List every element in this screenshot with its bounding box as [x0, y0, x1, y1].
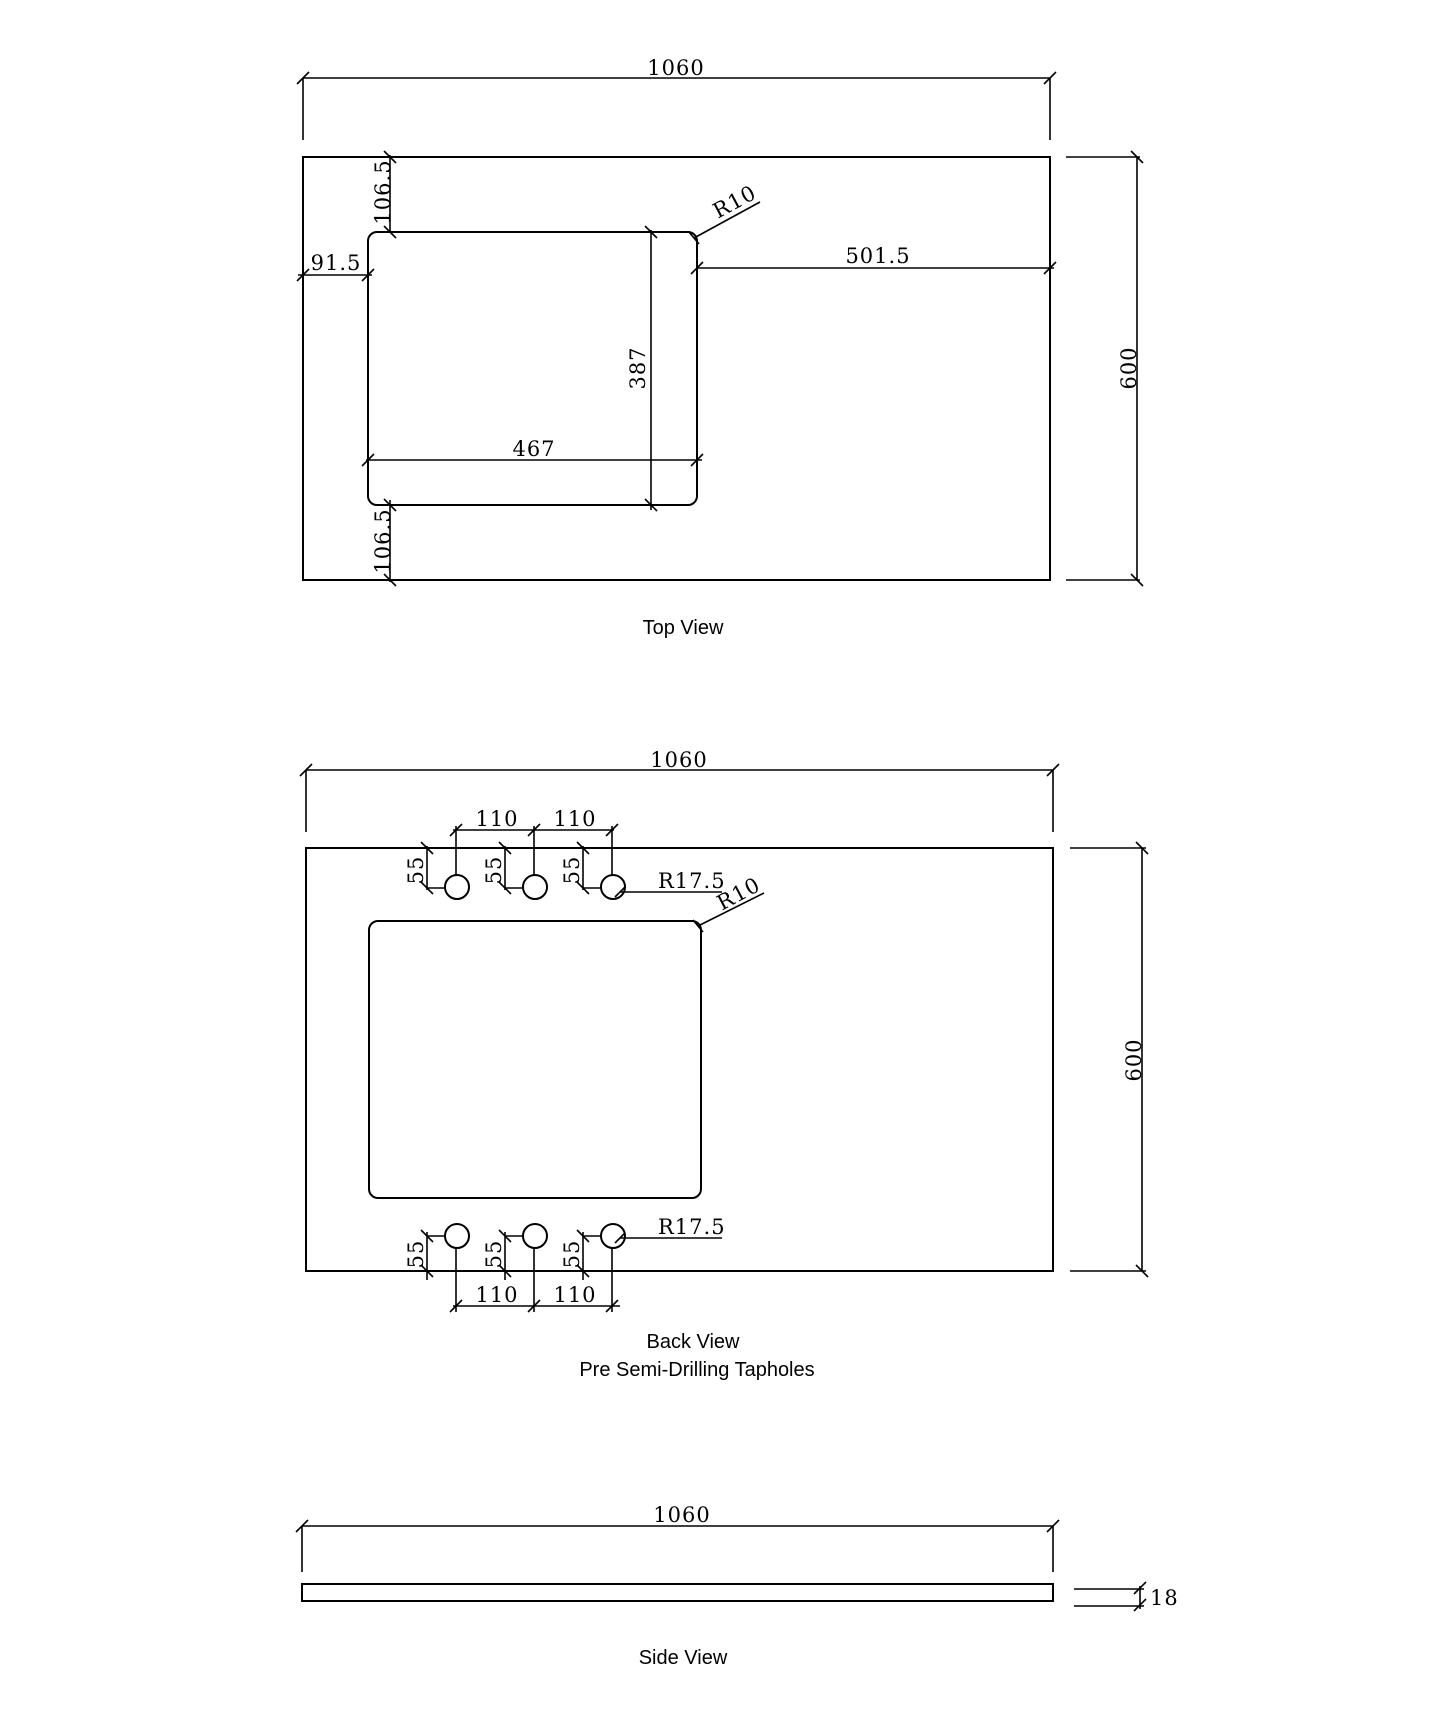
- top-view-bowl-right-offset-label: 501.5: [845, 244, 910, 268]
- top-view-corner-radius-callout: R10: [688, 181, 760, 245]
- top-view-caption: Top View: [643, 617, 724, 639]
- back-view-bottom-tapholes: 110 110 55 55 55 R17.5: [404, 1215, 726, 1313]
- side-view-width-dimension: 1060: [295, 1503, 1060, 1572]
- top-view-bowl-width-label: 467: [512, 437, 555, 461]
- top-view-width-label: 1060: [647, 56, 704, 80]
- back-view-depth-dimension: 600: [1070, 841, 1149, 1278]
- back-view-top-edge-offset-3-label: 55: [560, 856, 584, 885]
- back-view-bottom-spacing-2-label: 110: [553, 1283, 596, 1307]
- taphole: [600, 1223, 626, 1249]
- back-view-bottom-hole-radius-label: R17.5: [658, 1215, 726, 1239]
- top-view-corner-radius-label: R10: [709, 181, 760, 224]
- back-view-depth-label: 600: [1122, 1038, 1146, 1081]
- top-view-width-dimension: 1060: [296, 56, 1057, 140]
- top-view-bowl-depth-label: 387: [626, 346, 650, 389]
- back-view-width-label: 1060: [650, 748, 707, 772]
- top-view-bowl-outline: [367, 231, 698, 506]
- top-view-bowl-bottom-offset-label: 106.5: [371, 508, 395, 573]
- back-view-width-dimension: 1060: [299, 748, 1060, 832]
- taphole: [444, 874, 470, 900]
- top-view-bowl-top-offset-dimension: 106.5: [371, 150, 397, 239]
- top-view-depth-dimension: 600: [1066, 150, 1144, 587]
- back-view-top-edge-offset-2-label: 55: [482, 856, 506, 885]
- side-view: 1060 18 Side View: [295, 1503, 1179, 1669]
- back-view-bowl-outline: [368, 920, 702, 1199]
- back-view-bottom-edge-offset-2-label: 55: [482, 1240, 506, 1269]
- top-view-countertop-outline: [302, 156, 1051, 581]
- back-view-caption: Back View: [646, 1331, 740, 1353]
- back-view-countertop-outline: [305, 847, 1054, 1272]
- side-view-width-label: 1060: [653, 1503, 710, 1527]
- top-view-bowl-depth-dimension: 387: [626, 225, 658, 512]
- side-view-countertop-outline: [301, 1583, 1054, 1602]
- top-view: 1060 600 106.5 106.5: [296, 56, 1144, 639]
- back-view-top-tapholes: 110 110 55 55 55 R17.5: [404, 807, 726, 900]
- top-view-bowl-left-offset-label: 91.5: [311, 251, 362, 275]
- back-view-top-spacing-2-label: 110: [553, 807, 596, 831]
- top-view-depth-label: 600: [1117, 346, 1141, 389]
- back-view-bottom-spacing-1-label: 110: [475, 1283, 518, 1307]
- top-view-bowl-top-offset-label: 106.5: [371, 159, 395, 224]
- side-view-thickness-label: 18: [1150, 1586, 1179, 1610]
- back-view: 1060 600 R10: [299, 748, 1149, 1381]
- top-view-bowl-right-offset-dimension: 501.5: [690, 244, 1057, 275]
- top-view-bowl-left-offset-dimension: 91.5: [296, 251, 375, 282]
- back-view-bottom-edge-offset-3-label: 55: [560, 1240, 584, 1269]
- back-view-top-edge-offset-1-label: 55: [404, 856, 428, 885]
- taphole: [522, 874, 548, 900]
- taphole: [444, 1223, 470, 1249]
- top-view-bowl-bottom-offset-dimension: 106.5: [371, 498, 397, 587]
- taphole: [600, 874, 626, 900]
- back-view-top-hole-radius-label: R17.5: [658, 869, 726, 893]
- top-view-bowl-width-dimension: 467: [361, 437, 704, 467]
- back-view-bottom-edge-offset-1-label: 55: [404, 1240, 428, 1269]
- side-view-thickness-dimension: 18: [1074, 1581, 1179, 1612]
- side-view-caption: Side View: [639, 1647, 728, 1669]
- back-view-subcaption: Pre Semi-Drilling Tapholes: [579, 1359, 814, 1381]
- taphole: [522, 1223, 548, 1249]
- back-view-top-spacing-1-label: 110: [475, 807, 518, 831]
